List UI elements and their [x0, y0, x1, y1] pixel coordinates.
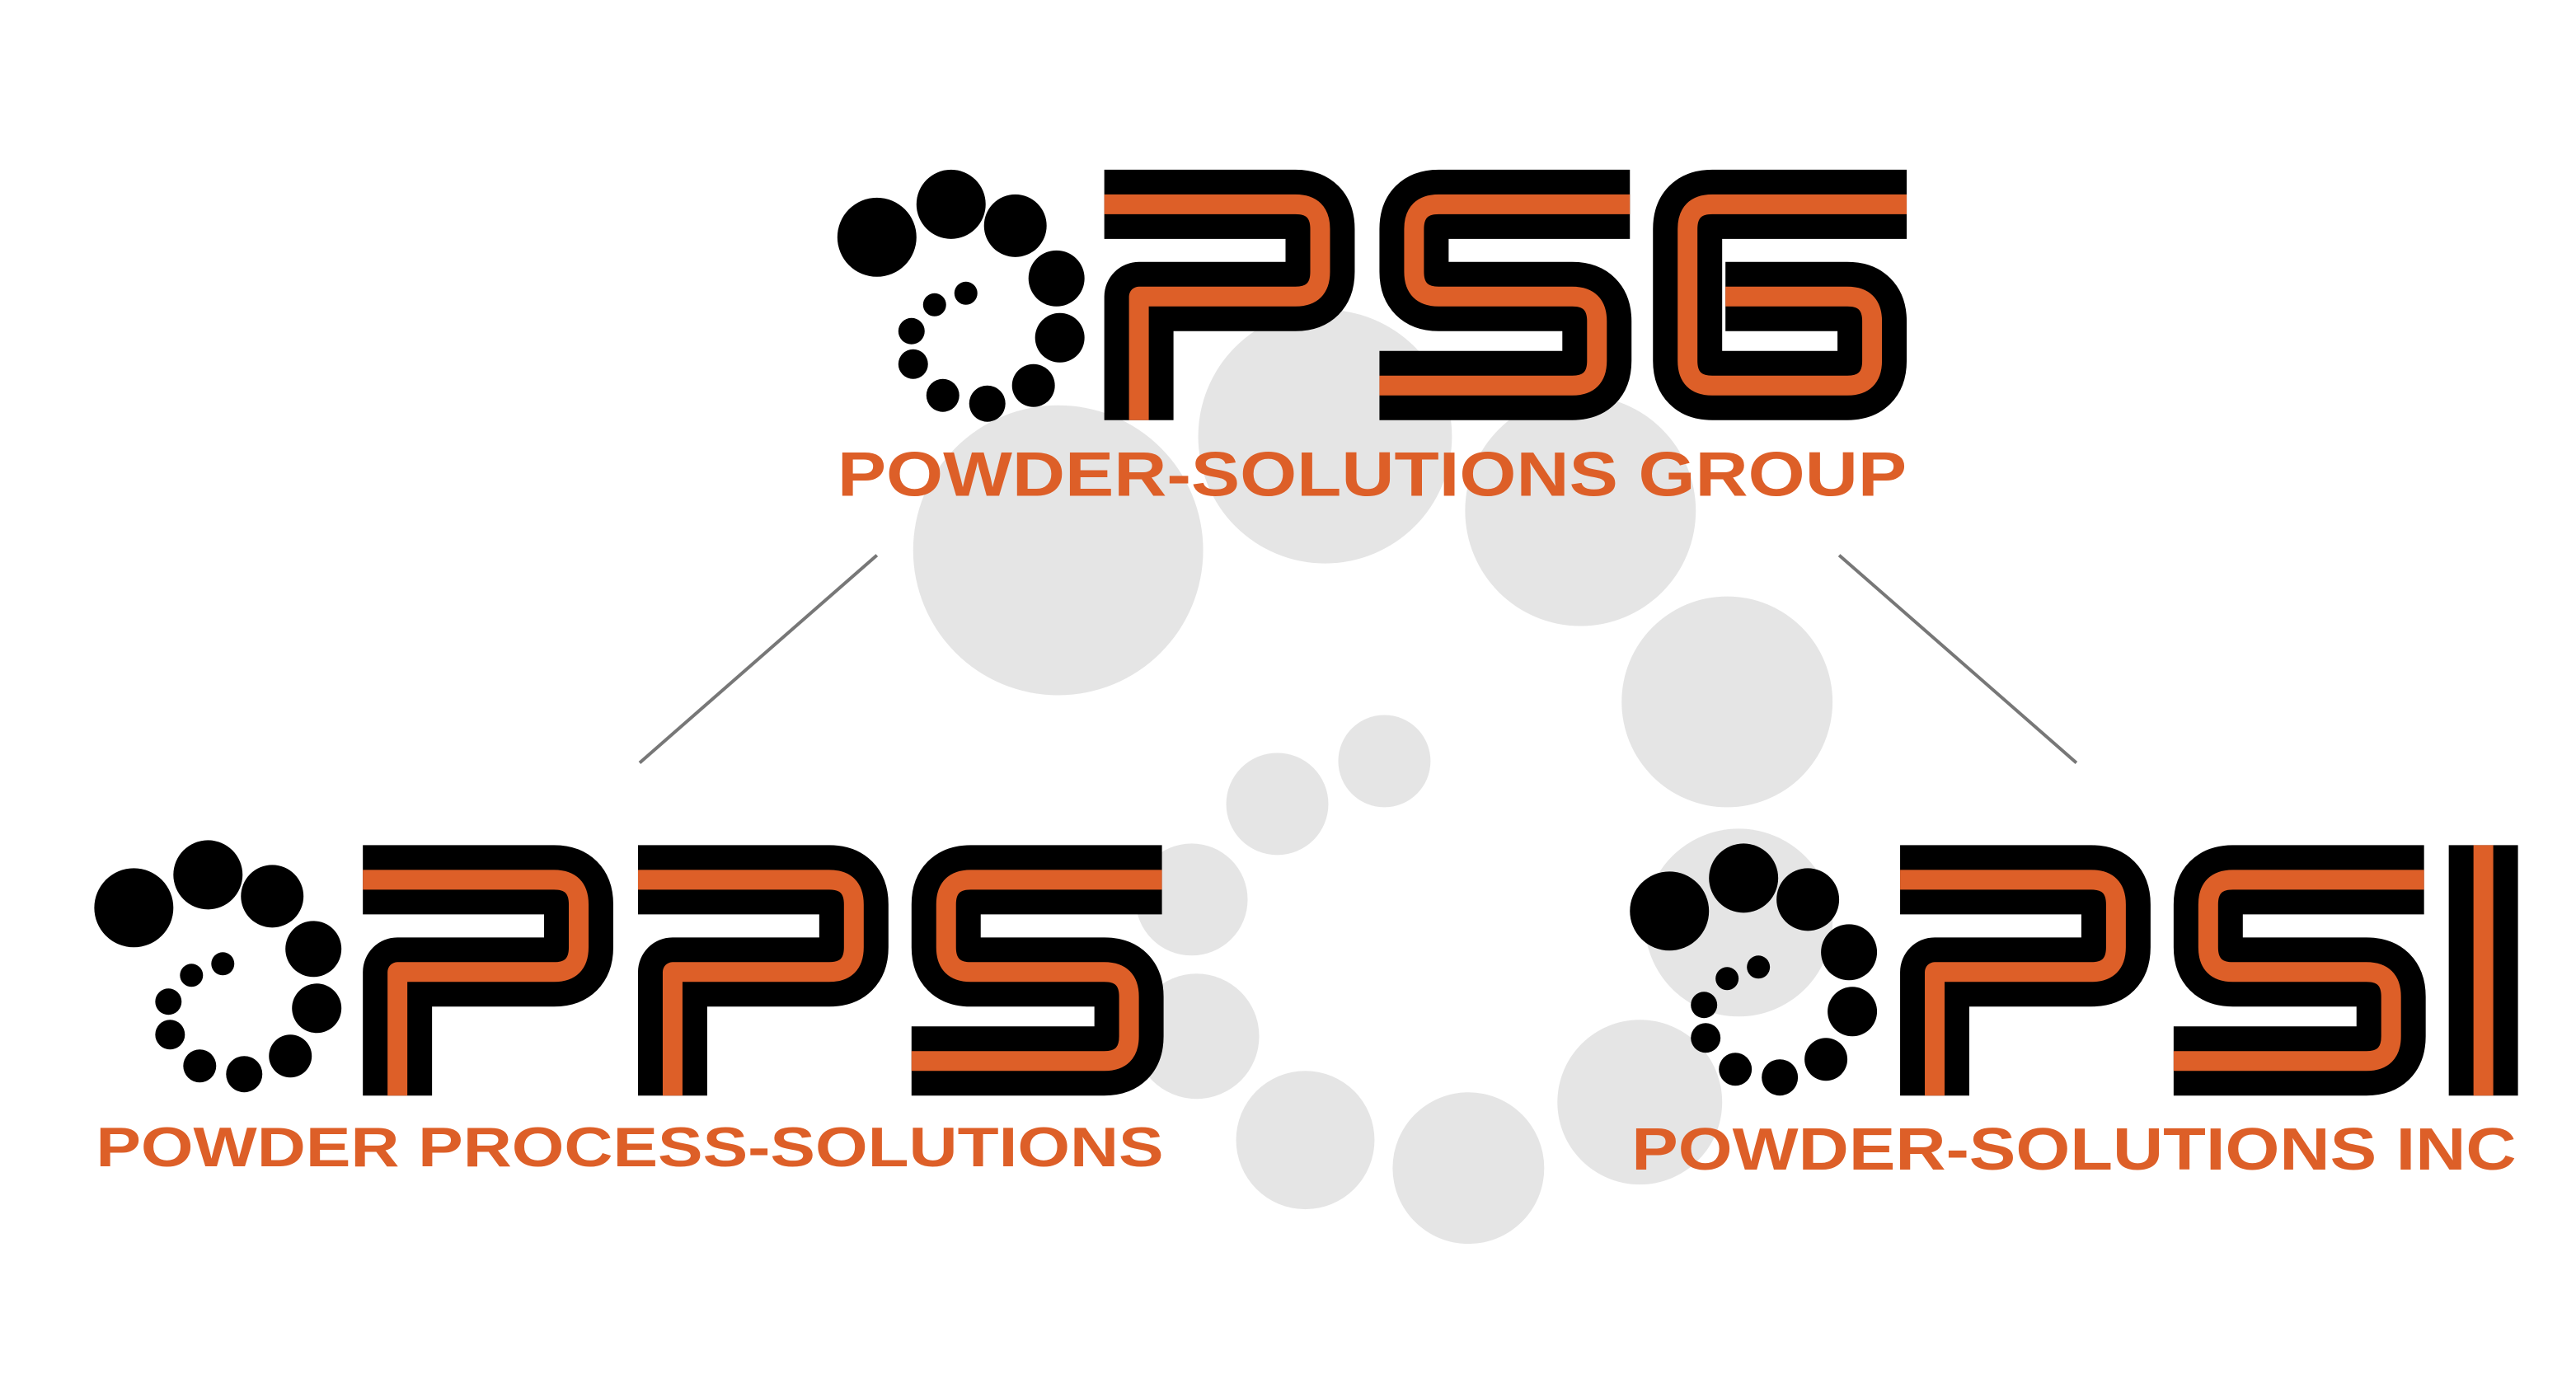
bubble	[1236, 1071, 1375, 1210]
letter-p	[1900, 879, 2116, 1095]
letter-g	[1687, 204, 1907, 386]
connector-left	[638, 554, 879, 764]
bubble	[1226, 753, 1329, 856]
connector-right	[1837, 554, 2078, 764]
bubble	[1465, 395, 1696, 626]
powder-dots-icon	[94, 840, 342, 1093]
pps-tagline: POWDER PROCESS-SOLUTIONS	[96, 1116, 1163, 1179]
letter-s	[2174, 879, 2424, 1061]
powder-dots-icon	[837, 169, 1085, 422]
letter-s	[912, 879, 1162, 1061]
logo-psi: POWDER-SOLUTIONS INC	[1630, 843, 2516, 1183]
bubble	[1338, 715, 1431, 808]
logo-pps: POWDER PROCESS-SOLUTIONS	[94, 840, 1163, 1179]
logo-psg: POWDER-SOLUTIONS GROUP	[837, 169, 1907, 510]
bubble	[1392, 1092, 1545, 1245]
psg-tagline: POWDER-SOLUTIONS GROUP	[838, 440, 1907, 510]
bubble	[1645, 828, 1833, 1017]
letter-p	[363, 879, 579, 1095]
bubble	[1198, 309, 1452, 564]
bubble	[1557, 1020, 1723, 1185]
bubble	[1621, 596, 1833, 808]
bubble	[1133, 973, 1260, 1100]
background-bubbles	[913, 309, 1833, 1245]
letter-s	[1379, 204, 1630, 386]
bubble	[1135, 843, 1248, 956]
letter-p	[638, 879, 854, 1095]
bubble	[913, 405, 1204, 696]
psi-tagline: POWDER-SOLUTIONS INC	[1631, 1117, 2516, 1183]
